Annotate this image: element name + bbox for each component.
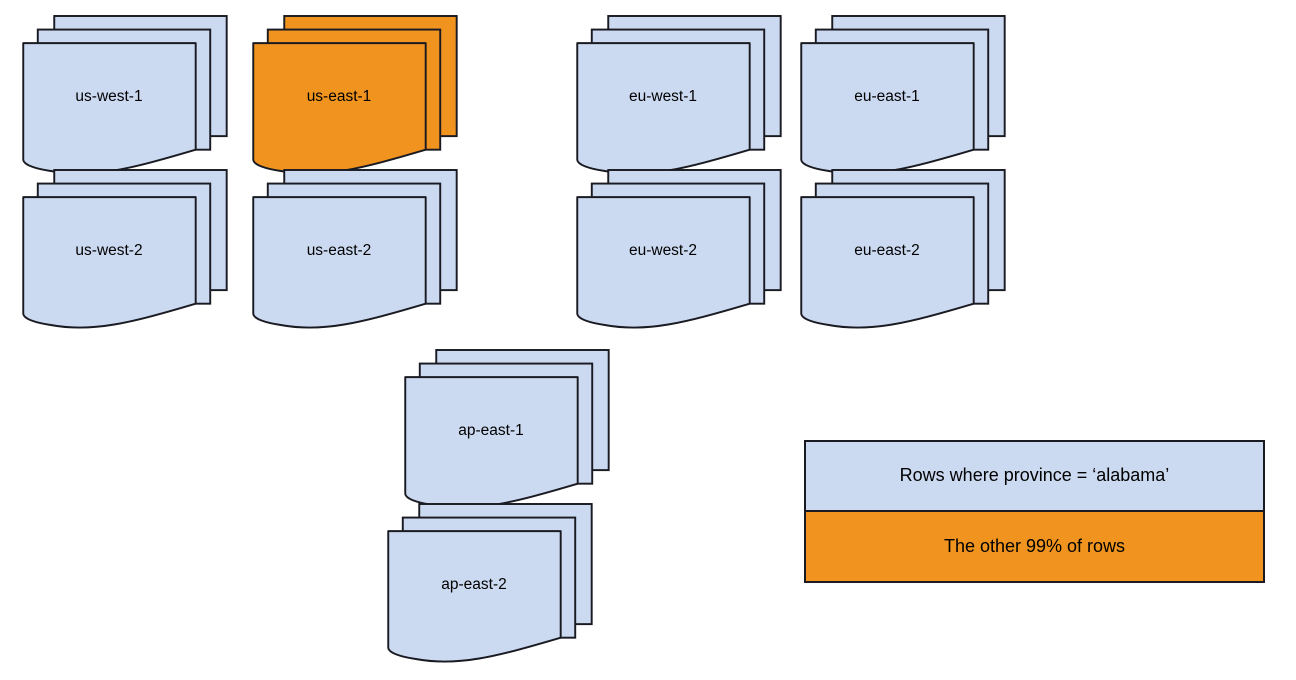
stack-shape-us-west-1 xyxy=(22,15,228,175)
stack-shape-eu-east-1 xyxy=(800,15,1006,175)
legend: Rows where province = ‘alabama’ The othe… xyxy=(804,440,1265,583)
stack-shape-eu-east-2 xyxy=(800,169,1006,329)
stack-sheet-front xyxy=(252,42,427,175)
region-stack-us-east-2[interactable]: us-east-2 xyxy=(248,169,460,329)
stack-sheet-front xyxy=(404,376,579,509)
region-stack-us-west-1[interactable]: us-west-1 xyxy=(18,15,230,175)
stack-sheet-front xyxy=(22,196,197,329)
stack-shape-us-east-1 xyxy=(252,15,458,175)
region-stack-eu-east-1[interactable]: eu-east-1 xyxy=(796,15,1008,175)
region-stack-eu-west-1[interactable]: eu-west-1 xyxy=(572,15,784,175)
legend-label-orange: The other 99% of rows xyxy=(943,535,1126,556)
region-stack-us-east-1[interactable]: us-east-1 xyxy=(248,15,460,175)
stack-shape-ap-east-1 xyxy=(404,349,610,509)
stack-sheet-front xyxy=(576,42,751,175)
region-stack-eu-west-2[interactable]: eu-west-2 xyxy=(572,169,784,329)
legend-label-blue: Rows where province = ‘alabama’ xyxy=(899,465,1170,486)
region-stack-eu-east-2[interactable]: eu-east-2 xyxy=(796,169,1008,329)
stack-shape-eu-west-1 xyxy=(576,15,782,175)
stack-sheet-front xyxy=(800,196,975,329)
stack-shape-ap-east-2 xyxy=(387,503,593,663)
region-stack-ap-east-1[interactable]: ap-east-1 xyxy=(400,349,612,509)
stack-sheet-front xyxy=(22,42,197,175)
stack-shape-us-west-2 xyxy=(22,169,228,329)
stack-sheet-front xyxy=(252,196,427,329)
stack-sheet-front xyxy=(387,530,562,663)
region-stack-us-west-2[interactable]: us-west-2 xyxy=(18,169,230,329)
legend-row-blue: Rows where province = ‘alabama’ xyxy=(806,442,1263,512)
stack-shape-us-east-2 xyxy=(252,169,458,329)
stack-sheet-front xyxy=(576,196,751,329)
stack-sheet-front xyxy=(800,42,975,175)
stack-shape-eu-west-2 xyxy=(576,169,782,329)
legend-row-orange: The other 99% of rows xyxy=(806,511,1263,581)
region-stack-ap-east-2[interactable]: ap-east-2 xyxy=(383,503,595,663)
